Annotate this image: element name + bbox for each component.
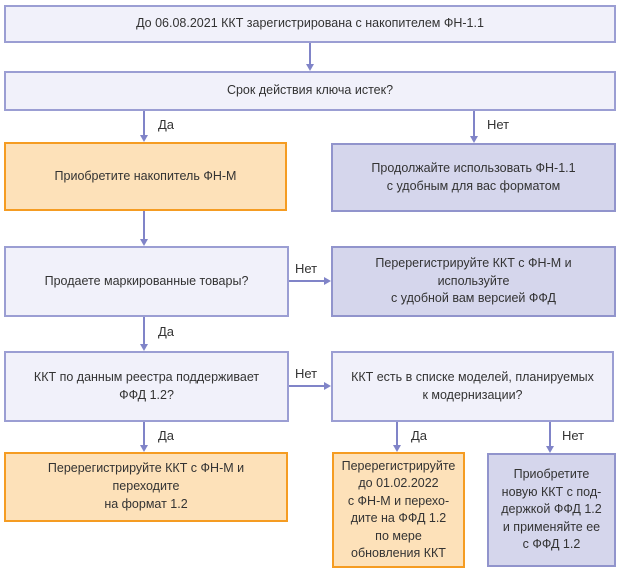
- node-rereg-format12: Перерегистрируйте ККТ с ФН-М и переходит…: [4, 452, 288, 522]
- edge-label-yes: Да: [411, 428, 428, 443]
- arrow-marked-goods-no: [289, 280, 324, 282]
- edge-label-no: Нет: [487, 117, 510, 132]
- arrow-modernization-no: [549, 422, 551, 446]
- arrow-supports-ffd12-no: [289, 385, 324, 387]
- edge-label-yes: Да: [158, 117, 175, 132]
- arrow-buy-fnm-to-marked-goods: [143, 211, 145, 239]
- edge-label-yes: Да: [158, 428, 175, 443]
- edge-label-no: Нет: [562, 428, 585, 443]
- node-rereg-by-feb2022: Перерегистрируйте до 01.02.2022 с ФН-М и…: [332, 452, 465, 568]
- node-question-modernization-list: ККТ есть в списке моделей, планируемых к…: [331, 351, 614, 422]
- arrow-marked-goods-yes: [143, 317, 145, 344]
- edge-label-no: Нет: [295, 261, 318, 276]
- node-start: До 06.08.2021 ККТ зарегистрирована с нак…: [4, 5, 616, 43]
- node-buy-new-kkt: Приобретите новую ККТ с под- держкой ФФД…: [487, 453, 616, 567]
- node-rereg-any-ffd: Перерегистрируйте ККТ с ФН-М и используй…: [331, 246, 616, 317]
- node-question-marked-goods: Продаете маркированные товары?: [4, 246, 289, 317]
- arrow-modernization-yes: [396, 422, 398, 445]
- arrow-key-expired-no: [473, 111, 475, 136]
- node-continue-fn11: Продолжайте использовать ФН-1.1 с удобны…: [331, 143, 616, 212]
- arrow-supports-ffd12-yes: [143, 422, 145, 445]
- edge-label-no: Нет: [295, 366, 318, 381]
- node-buy-fnm: Приобретите накопитель ФН-М: [4, 142, 287, 211]
- arrow-key-expired-yes: [143, 111, 145, 135]
- arrow-start-to-key-expired: [309, 43, 311, 64]
- node-question-supports-ffd12: ККТ по данным реестра поддерживает ФФД 1…: [4, 351, 289, 422]
- node-question-key-expired: Срок действия ключа истек?: [4, 71, 616, 111]
- edge-label-yes: Да: [158, 324, 175, 339]
